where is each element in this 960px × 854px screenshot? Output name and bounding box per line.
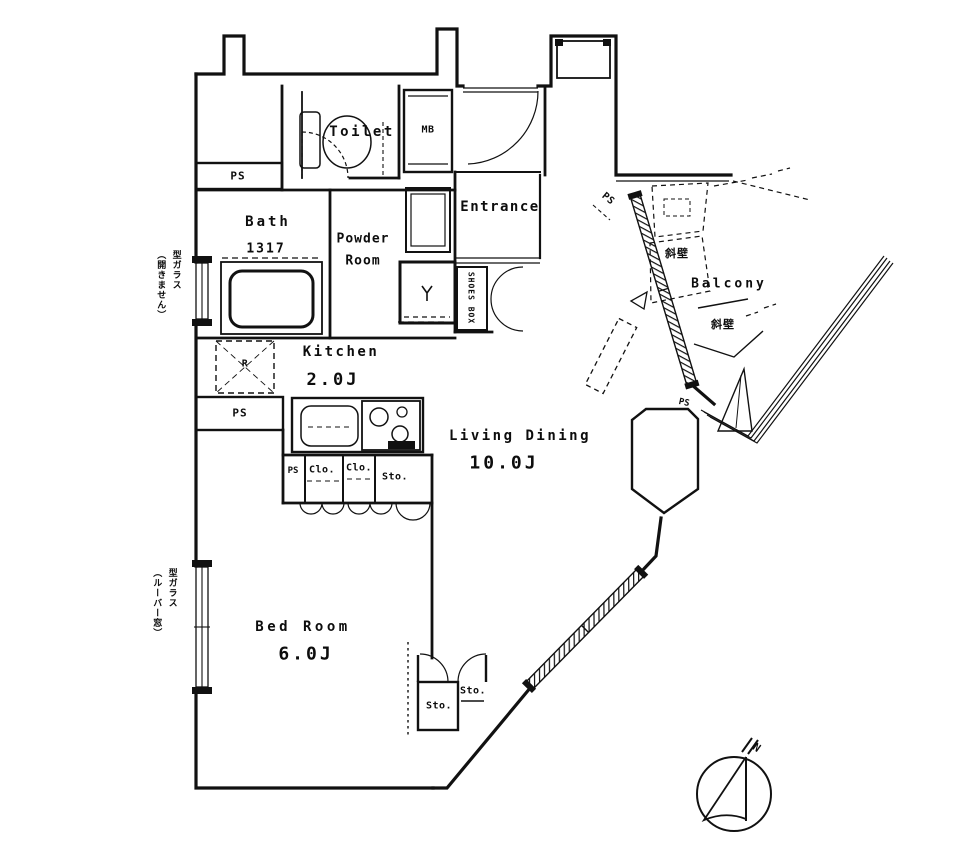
balcony-sliding-window [627, 190, 700, 390]
label-bed-room: Bed Room [255, 619, 351, 635]
label-slanted-wall-2: 斜壁 [711, 318, 735, 331]
hall-door-arc-lower [490, 298, 524, 332]
door-arcs [222, 90, 539, 683]
kitchen-counter [290, 396, 425, 454]
north-mark [741, 737, 759, 755]
label-bath: Bath [245, 214, 291, 230]
sto-door-arc-left [419, 653, 449, 683]
label-closet-2: Clo. [345, 462, 373, 474]
label-bed-area: 6.0J [278, 643, 334, 665]
bath-window [192, 256, 212, 326]
interior-walls [194, 84, 547, 660]
label-ps-3: PS [287, 466, 299, 476]
tower-window [555, 39, 611, 79]
storage-boxes [416, 655, 488, 732]
label-shoes-box: SHOES BOX [466, 271, 476, 325]
label-ps-2: PS [232, 406, 248, 420]
label-storage-3: Sto. [459, 685, 487, 697]
toilet-fixture [299, 111, 384, 178]
label-kitchen: Kitchen [302, 344, 380, 360]
ac-unit-space [584, 317, 638, 395]
note-bath-window: 型ガラス （開きません） [152, 250, 183, 365]
label-living-area: 10.0J [469, 452, 539, 474]
label-mb: MB [421, 124, 435, 136]
label-kitchen-area: 2.0J [306, 370, 360, 390]
label-closet-1: Clo. [308, 464, 336, 476]
hall-door-arc-upper [490, 266, 524, 300]
slide-direction-marker [629, 290, 648, 311]
note-bath-window-line2: （開きません） [155, 250, 166, 320]
closet-door-arc [369, 502, 393, 515]
washing-machine-space [398, 260, 457, 325]
stove [361, 400, 421, 451]
entrance-door-arc [467, 90, 539, 165]
label-storage-1: Sto. [381, 471, 409, 483]
closet-door-arc [299, 502, 323, 515]
note-bath-window-line1: 型ガラス [170, 250, 181, 290]
outer-walls [194, 27, 733, 790]
bathtub [220, 261, 323, 335]
compass [696, 737, 772, 832]
toilet-door-arc [301, 131, 349, 179]
closet-door-arc [321, 502, 345, 515]
pillar [630, 407, 700, 515]
bedroom-sliding-window [521, 564, 649, 694]
faucet-icon [421, 285, 433, 301]
closet-door-arc [347, 502, 371, 515]
refrigerator-space [215, 340, 275, 394]
label-powder-2: Room [345, 253, 381, 269]
storage-door-arc [395, 502, 431, 521]
label-balcony: Balcony [691, 276, 767, 292]
boundary-fence [700, 255, 894, 444]
balcony-detail [592, 167, 811, 432]
label-fridge: R [241, 358, 249, 370]
label-entrance: Entrance [460, 199, 540, 215]
closet-hanger-rods [307, 478, 371, 482]
label-ps-5: PS [677, 396, 691, 410]
label-toilet: Toilet [329, 124, 395, 140]
label-living-dining: Living Dining [448, 428, 592, 444]
sink [300, 405, 359, 447]
note-bedroom-window-line1: 型ガラス [166, 568, 177, 608]
washbasin [405, 187, 451, 253]
sto-door-arc-right [457, 653, 487, 683]
label-storage-2: Sto. [425, 700, 453, 712]
note-bedroom-window-line2: （ルーバー窓） [151, 568, 162, 638]
bedroom-window [192, 560, 212, 694]
label-ps-1: PS [230, 169, 246, 183]
label-slanted-wall-1: 斜壁 [665, 247, 689, 260]
label-bath-dim: 1317 [246, 241, 286, 257]
label-powder-1: Powder [336, 231, 390, 247]
note-bedroom-window: 型ガラス （ルーバー窓） [148, 568, 179, 703]
thin-lines [408, 87, 729, 702]
shoes-box [456, 266, 488, 331]
